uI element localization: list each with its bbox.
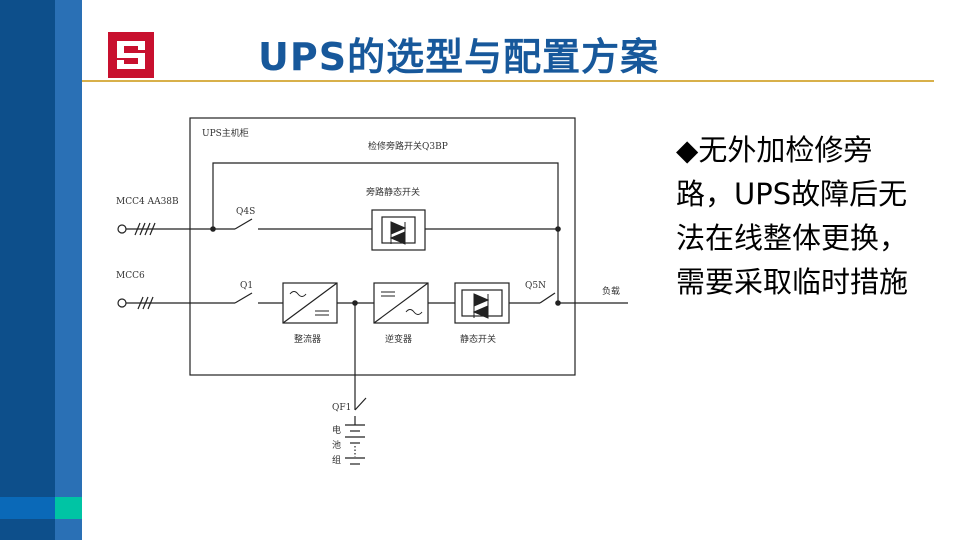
sidebar-accent-teal	[55, 497, 82, 519]
input1-terminal	[117, 224, 127, 234]
left-sidebar-stripe	[0, 0, 55, 540]
q1-switch	[234, 292, 253, 304]
q4s-label: Q4S	[236, 207, 255, 217]
input2-terminal	[117, 298, 127, 308]
sidebar-accent-blue	[0, 497, 55, 519]
left-sidebar-inner	[55, 0, 82, 540]
static-bypass-label: 旁路静态开关	[366, 186, 420, 198]
ups-wiring-diagram: UPS主机柜 检修旁路开关Q3BP MCC4 AA38B MCC6 Q4S 旁路…	[116, 117, 628, 466]
title-divider	[82, 80, 934, 82]
input1-label: MCC4 AA38B	[116, 197, 179, 207]
bullet-point: ◆无外加检修旁路，UPS故障后无法在线整体更换，需要采取临时措施	[676, 128, 916, 304]
inverter-label: 逆变器	[385, 333, 412, 345]
bullet-text: 无外加检修旁路，UPS故障后无法在线整体更换，需要采取临时措施	[676, 133, 909, 299]
cabinet-label: UPS主机柜	[202, 127, 249, 139]
static-bypass-box	[371, 209, 426, 251]
bullet-diamond-icon: ◆	[676, 133, 699, 167]
company-logo	[108, 32, 154, 78]
battery-label-1: 电	[332, 424, 341, 436]
q5n-label: Q5N	[525, 281, 546, 291]
page-title: UPS的选型与配置方案	[258, 35, 660, 79]
input2-label: MCC6	[116, 271, 145, 281]
q1-label: Q1	[240, 281, 253, 291]
qf1-label: QF1	[332, 403, 351, 413]
ups-cabinet-box	[189, 117, 576, 376]
qf1-switch	[354, 397, 367, 411]
battery-label-2: 池	[332, 439, 341, 451]
rectifier-label: 整流器	[294, 333, 321, 345]
battery-label-3: 组	[332, 454, 341, 466]
static-switch-label: 静态开关	[460, 333, 496, 345]
q5n-switch	[539, 292, 556, 304]
q4s-switch	[234, 218, 253, 230]
bypass-maint-label: 检修旁路开关Q3BP	[368, 140, 448, 152]
load-label: 负载	[602, 285, 620, 297]
maintenance-bypass-line	[212, 162, 559, 303]
